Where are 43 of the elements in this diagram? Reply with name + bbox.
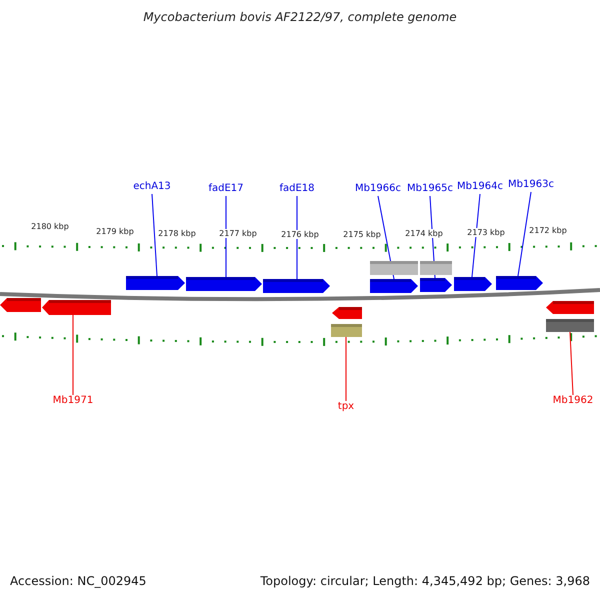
gene-feature (332, 307, 362, 319)
gene-bar (420, 261, 452, 275)
scale-label: 2180 kbp (30, 222, 70, 231)
gene-feature (186, 277, 262, 291)
gene-label: Mb1964c (457, 181, 503, 192)
gene-label: Mb1962 (552, 395, 594, 406)
gene-label: Mb1965c (407, 183, 453, 194)
gene-feature (0, 298, 41, 312)
gene-feature (496, 276, 543, 290)
scale-label: 2179 kbp (95, 227, 135, 236)
gene-bar (331, 324, 362, 337)
gene-feature (126, 276, 185, 290)
scale-label: 2173 kbp (466, 228, 506, 237)
gene-label: Mb1963c (508, 179, 554, 190)
scale-label: 2174 kbp (404, 229, 444, 238)
leader-line (152, 194, 158, 276)
leader-line (518, 192, 532, 276)
scale-label: 2176 kbp (280, 230, 320, 239)
scale-label: 2172 kbp (528, 226, 568, 235)
leader-line (72, 314, 74, 396)
scale-label: 2175 kbp (342, 230, 382, 239)
title: Mycobacterium bovis AF2122/97, complete genome (142, 10, 458, 24)
footer-text: Accession: NC_002945 (10, 574, 146, 588)
gene-bar (370, 261, 418, 275)
gene-feature (263, 279, 330, 293)
gene-label: echA13 (133, 181, 171, 192)
leader-line (570, 332, 574, 396)
gene-label: fadE17 (208, 183, 244, 194)
footer-text: Topology: circular; Length: 4,345,492 bp; Genes: 3,968 (260, 574, 590, 588)
gene-bar (546, 319, 594, 332)
gene-feature (420, 278, 452, 292)
leader-line (296, 196, 298, 280)
gene-label: Mb1971 (52, 395, 94, 406)
scale-label: 2177 kbp (218, 229, 258, 238)
gene-label: Mb1966c (355, 183, 401, 194)
leader-line (472, 194, 480, 278)
gene-feature (546, 301, 594, 314)
gene-feature (370, 279, 418, 293)
gene-label: fadE18 (279, 183, 315, 194)
gene-label: tpx (338, 401, 354, 412)
scale-label: 2178 kbp (157, 229, 197, 238)
gene-feature (42, 300, 111, 315)
gene-feature (454, 277, 492, 291)
